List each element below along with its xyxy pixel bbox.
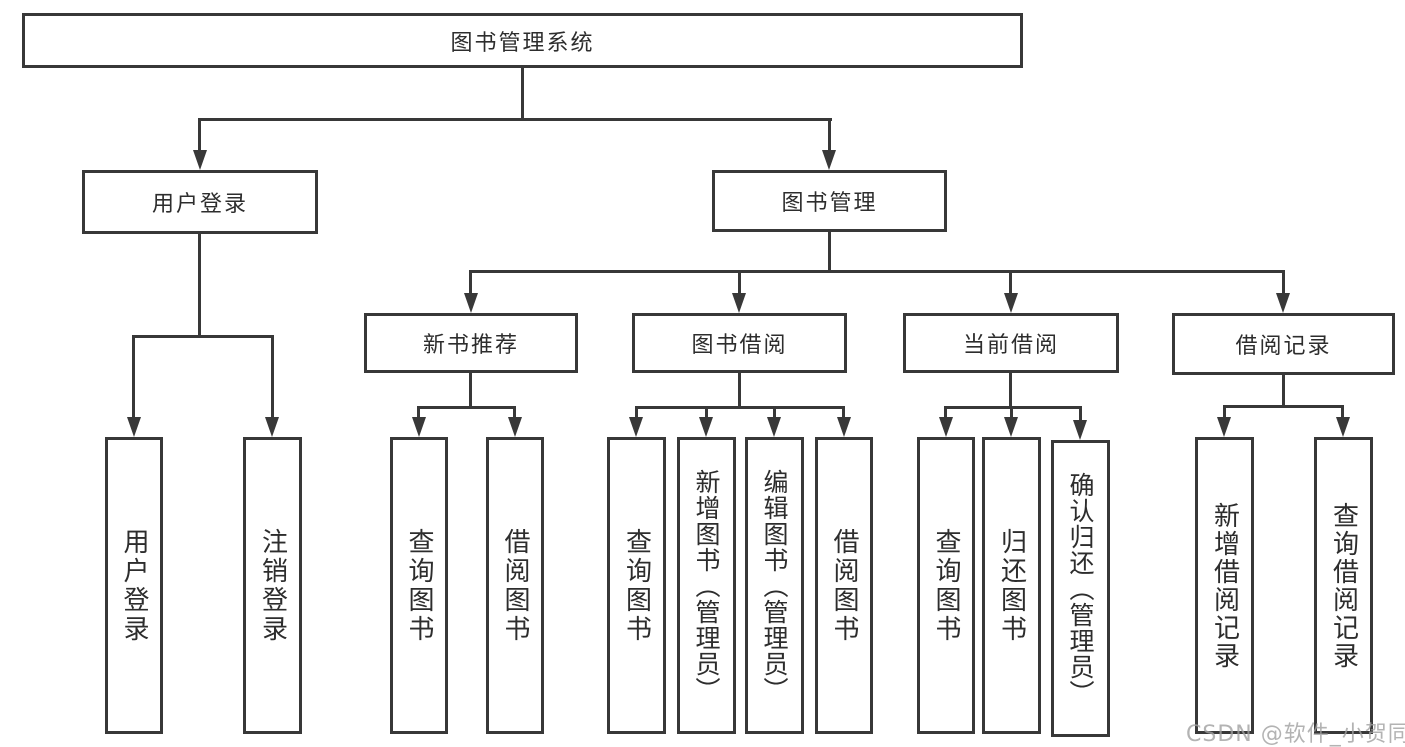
arrow-down-icon <box>939 417 953 437</box>
leaf-label: 用户登录 <box>119 527 149 644</box>
connector-line <box>417 406 516 409</box>
arrow-down-icon <box>412 417 426 437</box>
connector-line <box>198 118 201 152</box>
connector-line <box>1009 373 1012 409</box>
connector-line <box>1223 405 1226 420</box>
arrow-down-icon <box>1004 417 1018 437</box>
connector-line <box>944 406 1082 409</box>
arrow-down-icon <box>265 417 279 437</box>
connector-line <box>1282 375 1285 408</box>
connector-line <box>1010 406 1013 420</box>
connector-line <box>521 68 524 121</box>
leaf-label: 借阅图书 <box>500 527 530 644</box>
connector-line <box>132 335 273 338</box>
arrow-down-icon <box>508 417 522 437</box>
connector-line <box>944 406 947 420</box>
connector-line <box>469 270 1285 273</box>
connector-line <box>132 335 135 421</box>
connector-line <box>469 373 472 409</box>
node-current-borrowing: 当前借阅 <box>903 313 1119 373</box>
leaf-borrow-books-borrowing: 借阅图书 <box>815 437 873 734</box>
leaf-label: 查询图书 <box>621 527 652 644</box>
node-new-book-recommendation: 新书推荐 <box>364 313 578 373</box>
arrow-down-icon <box>822 150 836 170</box>
arrow-down-icon <box>629 417 643 437</box>
connector-line <box>738 270 741 295</box>
node-user-login: 用户登录 <box>82 170 318 234</box>
leaf-add-borrow-record: 新增借阅记录 <box>1195 437 1254 734</box>
connector-line <box>635 406 845 409</box>
leaf-label: 新增图书（管理员） <box>692 468 721 703</box>
connector-line <box>773 406 776 420</box>
leaf-query-borrow-record: 查询借阅记录 <box>1314 437 1373 734</box>
connector-line <box>1282 270 1285 295</box>
node-borrowing-records: 借阅记录 <box>1172 313 1395 375</box>
connector-line <box>1223 405 1344 408</box>
arrow-down-icon <box>767 417 781 437</box>
arrow-down-icon <box>732 293 746 313</box>
node-library-management-system: 图书管理系统 <box>22 13 1023 68</box>
connector-line <box>828 118 831 152</box>
node-book-management: 图书管理 <box>712 170 947 232</box>
arrow-down-icon <box>1336 417 1350 437</box>
connector-line <box>1009 270 1012 295</box>
leaf-label: 新增借阅记录 <box>1209 501 1240 670</box>
connector-line <box>417 406 420 420</box>
leaf-query-books-borrowing: 查询图书 <box>607 437 666 734</box>
arrow-down-icon <box>1073 420 1087 440</box>
connector-line <box>828 232 831 273</box>
leaf-label: 注销登录 <box>257 527 288 644</box>
node-book-borrowing: 图书借阅 <box>632 313 847 373</box>
arrow-down-icon <box>127 417 141 437</box>
csdn-watermark: CSDN @软件_小贺同学 <box>1186 722 1405 747</box>
leaf-label: 查询图书 <box>404 527 434 644</box>
leaf-label: 确认归还（管理员） <box>1066 471 1095 706</box>
leaf-user-login: 用户登录 <box>105 437 163 734</box>
arrow-down-icon <box>1276 293 1290 313</box>
connector-line <box>1341 405 1344 420</box>
connector-line <box>842 406 845 420</box>
leaf-label: 查询图书 <box>931 527 961 644</box>
arrow-down-icon <box>699 417 713 437</box>
leaf-query-books-current: 查询图书 <box>917 437 975 734</box>
leaf-confirm-return-admin: 确认归还（管理员） <box>1051 440 1110 737</box>
arrow-down-icon <box>1004 293 1018 313</box>
leaf-label: 编辑图书（管理员） <box>760 468 789 703</box>
connector-line <box>635 406 638 420</box>
connector-line <box>705 406 708 420</box>
arrow-down-icon <box>1217 417 1231 437</box>
arrow-down-icon <box>464 293 478 313</box>
connector-line <box>513 406 516 420</box>
leaf-query-books-recommend: 查询图书 <box>390 437 448 734</box>
leaf-label: 归还图书 <box>996 527 1027 644</box>
leaf-borrow-books-recommend: 借阅图书 <box>486 437 544 734</box>
leaf-logout: 注销登录 <box>243 437 302 734</box>
leaf-return-books: 归还图书 <box>982 437 1041 734</box>
leaf-add-books-admin: 新增图书（管理员） <box>677 437 736 734</box>
connector-line <box>271 335 274 421</box>
connector-line <box>198 118 832 121</box>
leaf-label: 查询借阅记录 <box>1328 501 1359 670</box>
connector-line <box>469 270 472 295</box>
connector-line <box>1079 406 1082 422</box>
connector-line <box>198 234 201 338</box>
leaf-edit-books-admin: 编辑图书（管理员） <box>745 437 804 734</box>
arrow-down-icon <box>837 417 851 437</box>
arrow-down-icon <box>193 150 207 170</box>
connector-line <box>738 373 741 409</box>
leaf-label: 借阅图书 <box>829 527 859 644</box>
